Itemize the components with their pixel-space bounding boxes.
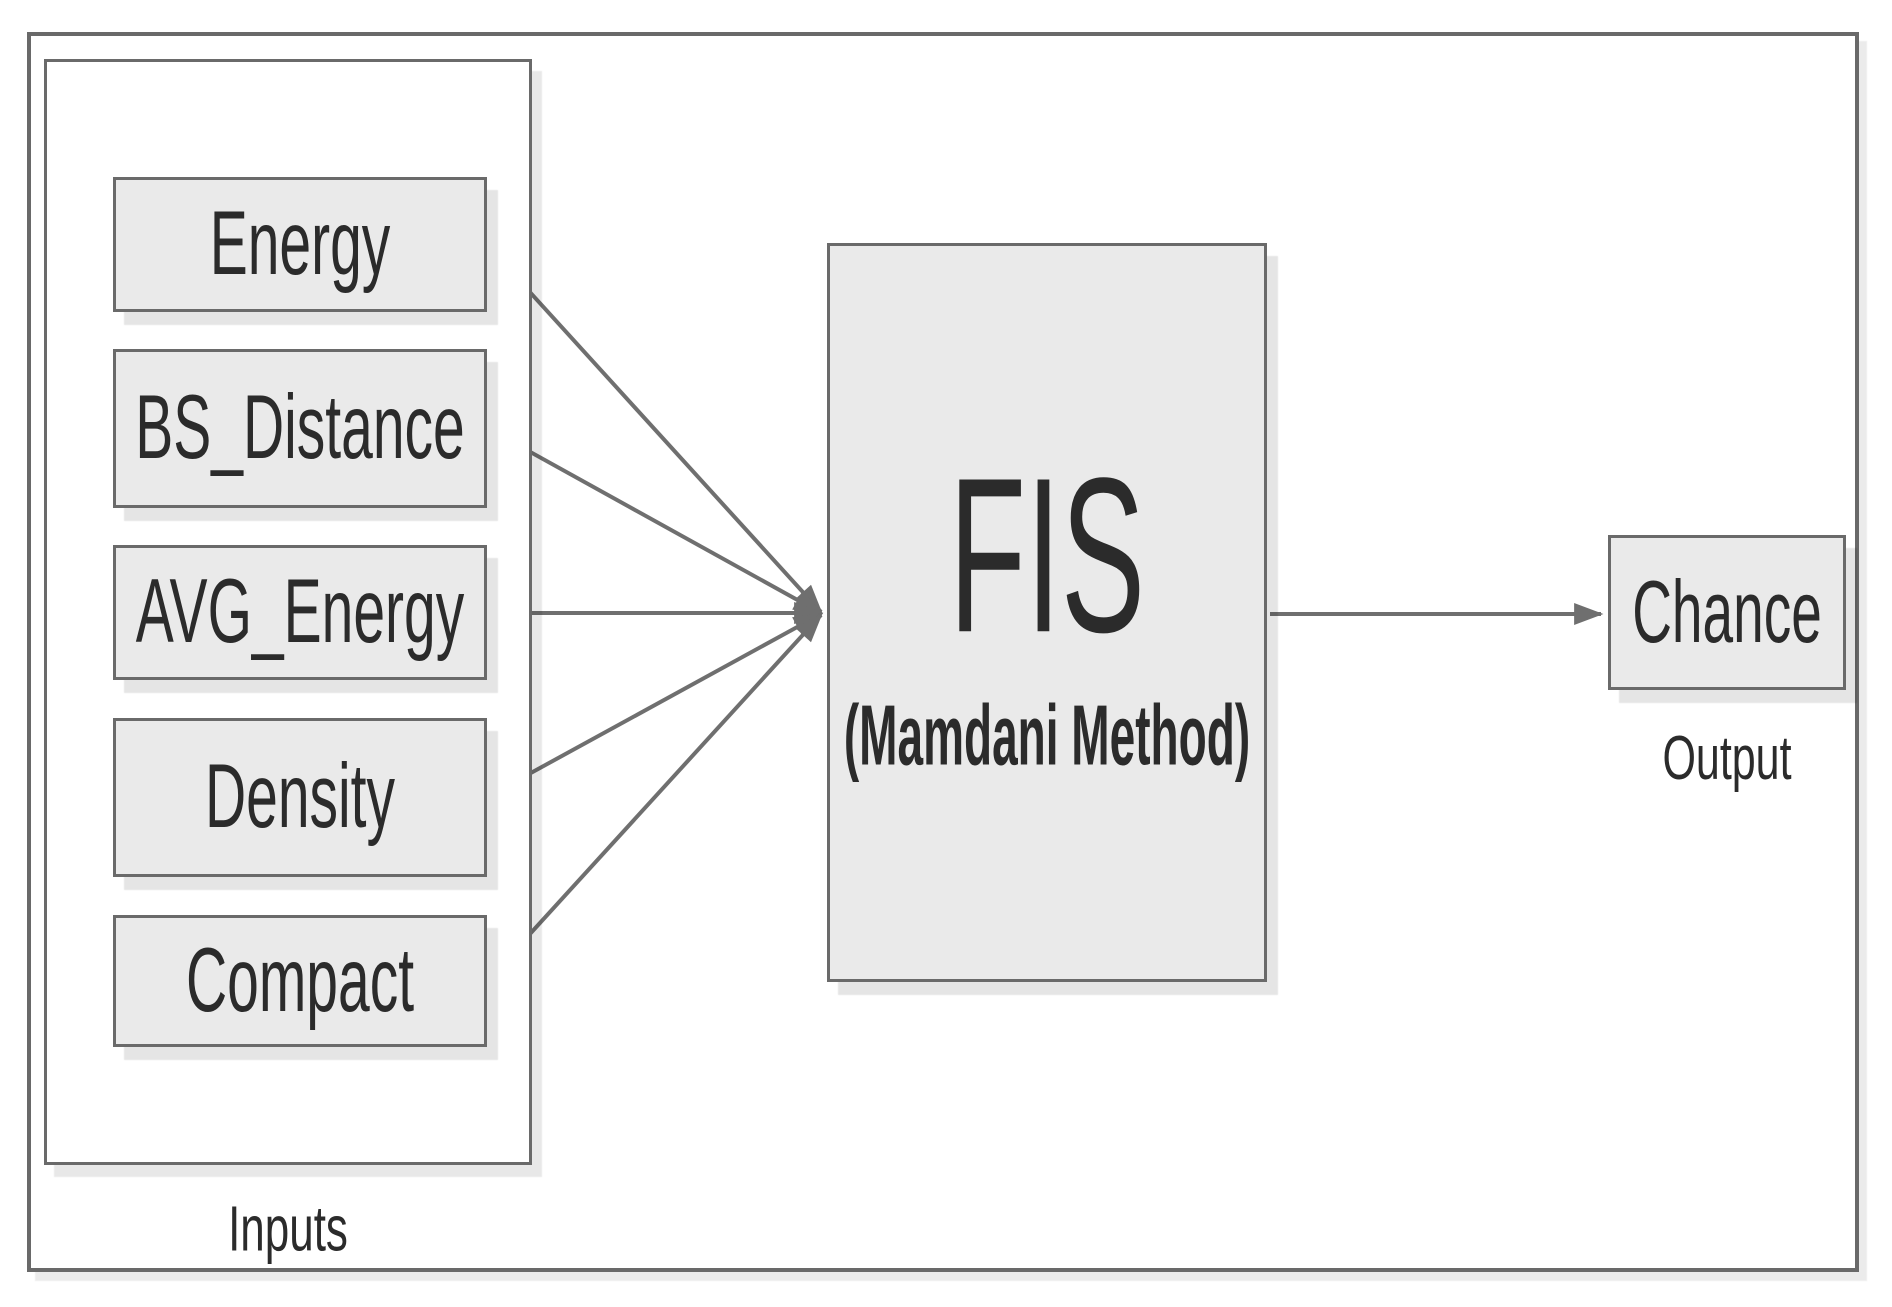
input-label-compact: Compact [185, 929, 415, 1032]
input-label-energy: Energy [209, 192, 391, 295]
input-box-density: Density [113, 718, 487, 877]
input-label-avg-energy: AVG_Energy [135, 560, 465, 663]
inputs-group-caption: Inputs [228, 1193, 348, 1265]
inputs-group-box: Energy BS_Distance AVG_Energy Density Co… [44, 59, 532, 1165]
input-label-density: Density [204, 745, 396, 848]
input-label-bs-distance: BS_Distance [135, 376, 465, 479]
fis-title: FIS [948, 431, 1145, 679]
fis-subtitle: (Mamdani Method) [843, 686, 1251, 784]
fis-process-box: FIS (Mamdani Method) [827, 243, 1267, 982]
output-label-chance: Chance [1632, 562, 1822, 662]
output-group-caption: Output [1662, 723, 1792, 794]
output-box-chance: Chance [1608, 535, 1846, 690]
input-box-avg-energy: AVG_Energy [113, 545, 487, 680]
input-box-bs-distance: BS_Distance [113, 349, 487, 508]
input-box-compact: Compact [113, 915, 487, 1047]
input-box-energy: Energy [113, 177, 487, 312]
